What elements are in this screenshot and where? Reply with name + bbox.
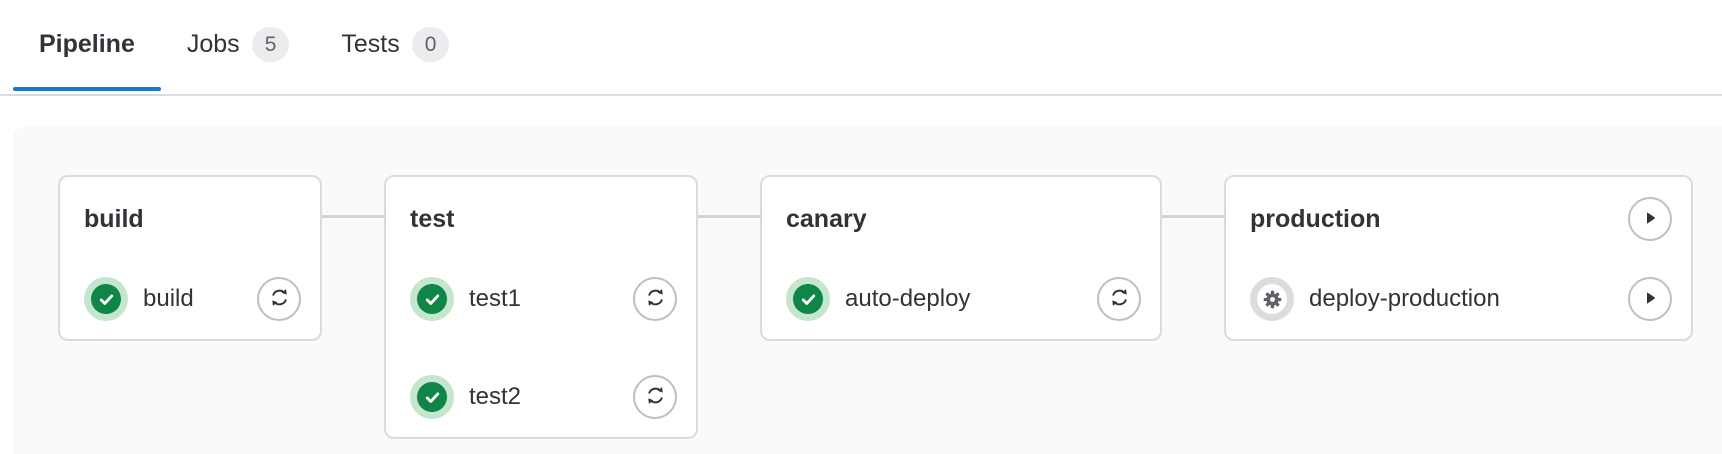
stage-jobs: auto-deploy	[786, 277, 1141, 321]
play-icon	[1640, 208, 1660, 231]
job-name[interactable]: deploy-production	[1309, 285, 1500, 312]
job-row[interactable]: test2	[410, 375, 677, 419]
tab-label: Pipeline	[39, 29, 135, 58]
tab-jobs[interactable]: Jobs 5	[161, 0, 316, 94]
play-icon	[1640, 288, 1660, 311]
retry-icon	[644, 384, 667, 410]
stage-header: production	[1250, 197, 1672, 241]
status-success-icon	[786, 277, 830, 321]
tests-count-badge: 0	[411, 26, 450, 62]
retry-job-button[interactable]	[257, 277, 301, 321]
job-name[interactable]: test2	[469, 383, 522, 410]
retry-icon	[644, 286, 667, 312]
retry-job-button[interactable]	[633, 277, 677, 321]
stage-title: production	[1250, 205, 1381, 233]
job-row[interactable]: auto-deploy	[786, 277, 1141, 321]
stage-card-production: production deploy-production	[1162, 175, 1693, 341]
stage-header: canary	[786, 197, 1141, 241]
stage-jobs: build	[84, 277, 301, 321]
pipeline-tabs: Pipeline Jobs 5 Tests 0	[0, 0, 1722, 96]
job-row[interactable]: deploy-production	[1250, 277, 1672, 321]
status-success-icon	[410, 277, 454, 321]
status-success-icon	[84, 277, 128, 321]
tab-label: Jobs	[186, 29, 240, 58]
tab-pipeline[interactable]: Pipeline	[13, 0, 161, 94]
stage-header: test	[410, 197, 677, 241]
stage-jobs: deploy-production	[1250, 277, 1672, 321]
stage-title: build	[84, 205, 144, 233]
stage-card-build: build build	[58, 175, 322, 341]
status-manual-icon	[1250, 277, 1294, 321]
retry-icon	[1108, 286, 1131, 312]
tab-label: Tests	[341, 29, 400, 58]
play-all-manual-jobs-button[interactable]	[1628, 197, 1672, 241]
job-name[interactable]: build	[143, 285, 194, 312]
job-name[interactable]: test1	[469, 285, 522, 312]
stage-card-canary: canary auto-deploy	[698, 175, 1162, 341]
job-row[interactable]: build	[84, 277, 301, 321]
job-name[interactable]: auto-deploy	[845, 285, 971, 312]
pipeline-graph: build build test	[13, 126, 1722, 454]
status-success-icon	[410, 375, 454, 419]
jobs-count-badge: 5	[251, 26, 290, 62]
stage-card-test: test test1 test2	[322, 175, 698, 439]
stage-header: build	[84, 197, 301, 241]
stage-title: canary	[786, 205, 867, 233]
job-row[interactable]: test1	[410, 277, 677, 321]
retry-job-button[interactable]	[633, 375, 677, 419]
retry-icon	[268, 286, 291, 312]
tab-tests[interactable]: Tests 0	[315, 0, 475, 94]
retry-job-button[interactable]	[1097, 277, 1141, 321]
stage-title: test	[410, 205, 455, 233]
pipeline-stages: build build test	[13, 126, 1722, 439]
play-job-button[interactable]	[1628, 277, 1672, 321]
stage-jobs: test1 test2	[410, 277, 677, 419]
